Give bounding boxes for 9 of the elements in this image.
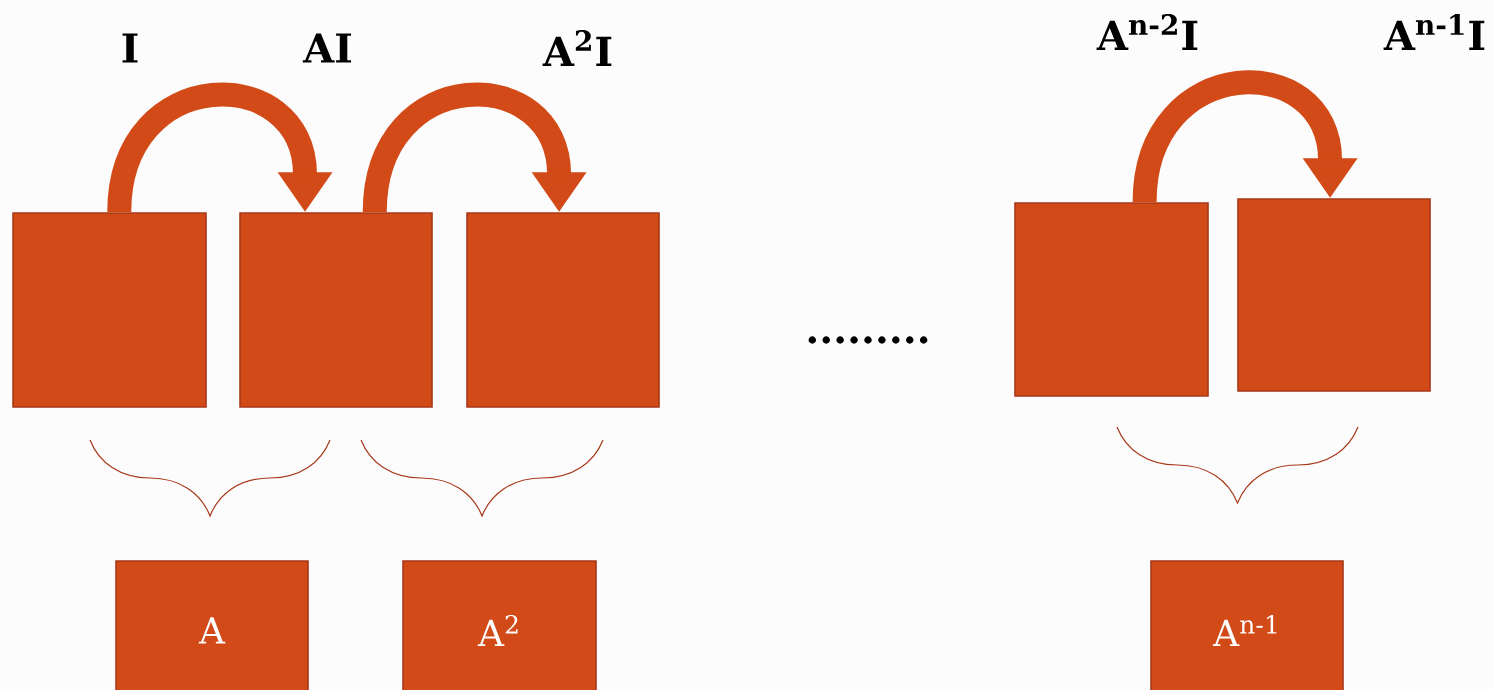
heading: I xyxy=(122,33,138,63)
heading: AI xyxy=(302,33,352,63)
heading: A$^{n-1}$I xyxy=(1383,14,1485,50)
matrix-box: A$^{2}$ xyxy=(402,560,597,690)
ellipsis: ......... xyxy=(808,336,928,344)
matrix-box: A xyxy=(115,560,309,690)
heading: A$^{n-2}$I xyxy=(1096,14,1198,50)
matrix-box: A$^{n-1}$ xyxy=(1150,560,1344,690)
heading: A$^{2}$I xyxy=(542,30,612,66)
